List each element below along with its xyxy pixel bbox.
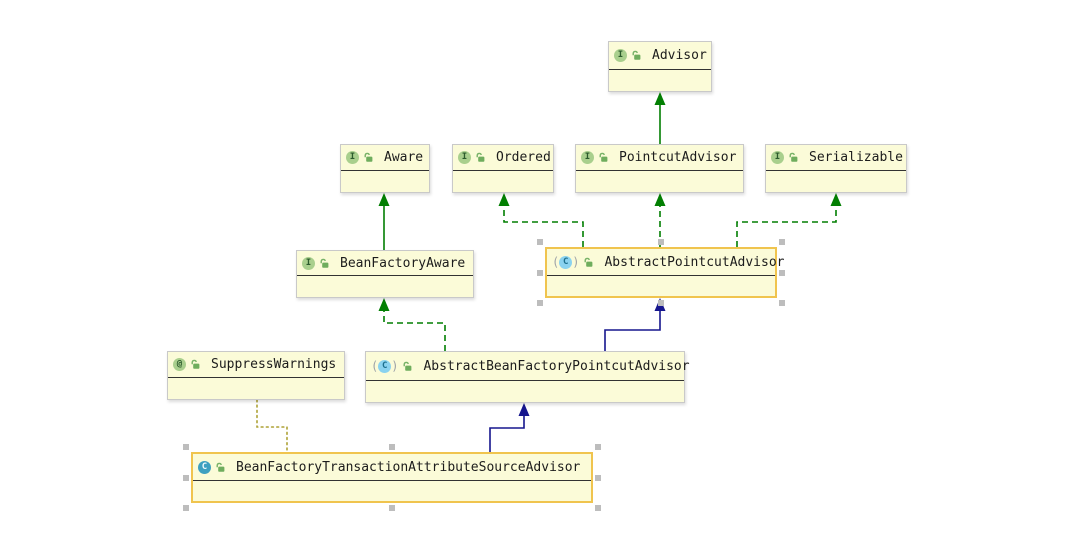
selection-handle[interactable] [537, 239, 543, 245]
node-label: Aware [384, 150, 424, 165]
edge-beanfactorytransactionattributesourceadvisor-extends-abstractbeanfactorypointcutadvisor[interactable] [489, 403, 530, 452]
node-title: (I) Advisor [609, 42, 711, 70]
selection-handle[interactable] [779, 269, 785, 276]
interface-icon: I [302, 256, 315, 270]
selection-handle[interactable] [595, 474, 601, 481]
fields-compartment [453, 171, 553, 192]
interface-icon: I [346, 151, 359, 164]
node-label: SuppressWarnings [211, 357, 337, 372]
edge-beanfactorytransactionattributesourceadvisor-annotated-suppresswarnings[interactable] [256, 399, 288, 453]
edge-abstractpointcutadvisor-implements-pointcutadvisor[interactable] [654, 193, 666, 247]
fields-compartment [609, 70, 711, 91]
unlocked-icon [584, 257, 593, 267]
node-abstractpointcutadvisor[interactable]: (C) AbstractPointcutAdvisor [545, 247, 784, 298]
interface-icon: I [458, 151, 471, 164]
node-serializable[interactable]: (I) Serializable [765, 144, 907, 193]
unlocked-icon [364, 152, 373, 162]
selection-handle[interactable] [658, 300, 664, 306]
unlocked-icon [191, 359, 200, 369]
unlocked-icon [216, 462, 225, 472]
node-label: PointcutAdvisor [619, 150, 737, 165]
selection-handle[interactable] [183, 474, 189, 481]
edge-pointcutadvisor-extends-advisor[interactable] [654, 92, 666, 144]
class-icon: C [198, 460, 211, 474]
selection-handle[interactable] [183, 505, 189, 511]
node-title: (I) Ordered [453, 145, 553, 171]
fields-compartment [297, 276, 473, 297]
selection-handle[interactable] [779, 239, 785, 245]
fields-compartment [766, 171, 906, 192]
fields-compartment [168, 378, 344, 399]
node-label: Advisor [652, 48, 707, 63]
node-advisor[interactable]: (I) Advisor [608, 41, 712, 92]
node-title: (C) AbstractPointcutAdvisor [547, 249, 784, 276]
node-beanfactoryaware[interactable]: (I) BeanFactoryAware [296, 250, 474, 298]
selection-handle[interactable] [537, 300, 543, 306]
interface-icon: I [614, 49, 627, 62]
node-title: (@) SuppressWarnings [168, 352, 344, 378]
node-title: (C) AbstractBeanFactoryPointcutAdvisor [366, 352, 690, 381]
selection-handle[interactable] [658, 239, 664, 245]
interface-icon: I [581, 151, 594, 164]
node-title: (C) BeanFactoryTransactionAttributeSourc… [193, 454, 591, 481]
node-abstractbeanfactorypointcutadvisor[interactable]: (C) AbstractBeanFactoryPointcutAdvisor [365, 351, 690, 403]
edge-abstractbeanfactorypointcutadvisor-extends-abstractpointcutadvisor[interactable] [604, 298, 666, 351]
edge-beanfactoryaware-extends-aware[interactable] [378, 193, 390, 250]
node-title: (I) PointcutAdvisor [576, 145, 743, 171]
node-label: Serializable [809, 150, 903, 165]
unlocked-icon [789, 152, 798, 162]
annotation-icon: @ [173, 358, 186, 371]
unlocked-icon [320, 258, 329, 268]
selection-handle[interactable] [779, 300, 785, 306]
node-suppresswarnings[interactable]: (@) SuppressWarnings [167, 351, 345, 400]
edge-abstractpointcutadvisor-implements-serializable[interactable] [736, 193, 842, 247]
fields-compartment [576, 171, 743, 192]
node-ordered[interactable]: (I) Ordered [452, 144, 554, 193]
fields-compartment [366, 381, 684, 402]
selection-handle[interactable] [389, 505, 395, 511]
node-label: Ordered [496, 150, 551, 165]
node-beanfactorytransactionattributesourceadvisor[interactable]: (C) BeanFactoryTransactionAttributeSourc… [191, 452, 593, 503]
selection-handle[interactable] [389, 444, 395, 450]
node-pointcutadvisor[interactable]: (I) PointcutAdvisor [575, 144, 744, 193]
fields-compartment [341, 171, 429, 192]
fields-compartment [547, 276, 775, 296]
node-title: (I) Serializable [766, 145, 906, 171]
abstract-class-icon: C [559, 255, 573, 269]
unlocked-icon [599, 152, 608, 162]
selection-handle[interactable] [183, 444, 189, 450]
node-label: BeanFactoryAware [340, 255, 466, 271]
node-title: (I) Aware [341, 145, 429, 171]
edge-abstractbeanfactorypointcutadvisor-implements-beanfactoryaware[interactable] [378, 298, 446, 351]
selection-handle[interactable] [595, 444, 601, 450]
edge-abstractpointcutadvisor-implements-ordered[interactable] [498, 193, 584, 247]
abstract-class-icon: C [378, 359, 392, 373]
node-title: (I) BeanFactoryAware [297, 251, 473, 276]
unlocked-icon [632, 50, 641, 60]
fields-compartment [193, 481, 591, 501]
unlocked-icon [403, 361, 412, 371]
node-label: AbstractPointcutAdvisor [604, 254, 785, 270]
selection-handle[interactable] [537, 269, 543, 276]
interface-icon: I [771, 151, 784, 164]
node-label: AbstractBeanFactoryPointcutAdvisor [423, 358, 690, 374]
unlocked-icon [476, 152, 485, 162]
selection-handle[interactable] [595, 505, 601, 511]
node-aware[interactable]: (I) Aware [340, 144, 430, 193]
node-label: BeanFactoryTransactionAttributeSourceAdv… [236, 459, 581, 475]
